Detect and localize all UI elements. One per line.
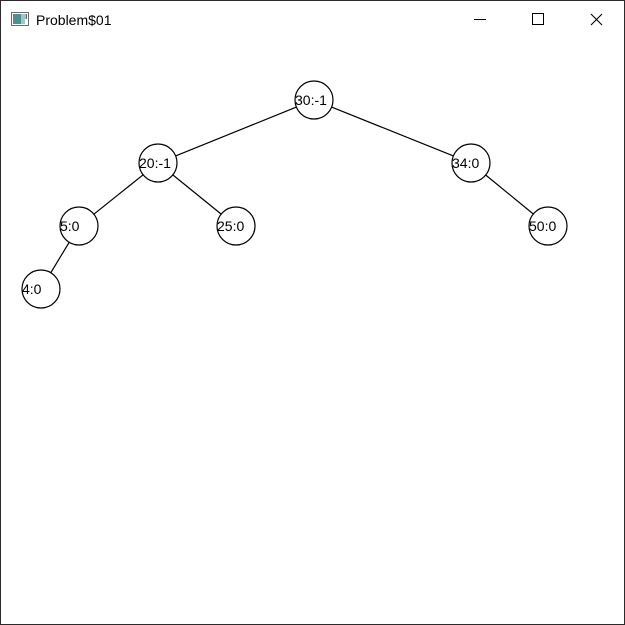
tree-node-n5: 5:0 xyxy=(59,206,99,246)
close-button[interactable] xyxy=(567,1,625,37)
tree-canvas: 30:-1 20:-1 34:0 5:0 25:0 50:0 4:0 xyxy=(1,37,624,624)
tree-node-label: 50:0 xyxy=(529,218,556,234)
tree-edge-n20-n25 xyxy=(172,174,222,215)
tree-node-label: 25:0 xyxy=(217,218,244,234)
avl-tree-drawing: 30:-1 20:-1 34:0 5:0 25:0 50:0 4:0 xyxy=(21,80,568,309)
tree-edges xyxy=(50,106,534,274)
tree-node-circle xyxy=(528,206,568,246)
tree-node-label: 20:-1 xyxy=(139,155,171,171)
tree-node-n50: 50:0 xyxy=(528,206,568,246)
tree-node-circle xyxy=(138,143,178,183)
tree-node-circle xyxy=(21,269,61,309)
tree-node-n20: 20:-1 xyxy=(138,143,178,183)
minimize-button[interactable] xyxy=(451,1,509,37)
maximize-icon xyxy=(532,13,544,25)
tree-edge-n30-n20 xyxy=(175,106,297,157)
tree-edge-n5-n4 xyxy=(50,241,70,274)
maximize-button[interactable] xyxy=(509,1,567,37)
tree-node-circle xyxy=(451,143,491,183)
tree-edge-n30-n34 xyxy=(331,106,454,157)
tree-node-label: 34:0 xyxy=(452,155,479,171)
close-icon xyxy=(590,13,603,26)
tree-edge-n20-n5 xyxy=(93,174,144,215)
tree-edge-n34-n50 xyxy=(485,174,534,215)
tree-node-n4: 4:0 xyxy=(21,269,61,309)
tree-node-circle xyxy=(294,80,334,120)
tree-node-label: 4:0 xyxy=(22,281,42,297)
tree-node-n34: 34:0 xyxy=(451,143,491,183)
tree-node-n30: 30:-1 xyxy=(294,80,334,120)
tree-nodes: 30:-1 20:-1 34:0 5:0 25:0 50:0 4:0 xyxy=(21,80,568,309)
tree-node-label: 5:0 xyxy=(60,218,80,234)
tree-node-label: 30:-1 xyxy=(295,92,327,108)
window-title: Problem$01 xyxy=(36,12,112,28)
tree-node-circle xyxy=(216,206,256,246)
minimize-icon xyxy=(474,19,486,20)
tree-node-n25: 25:0 xyxy=(216,206,256,246)
tree-node-circle xyxy=(59,206,99,246)
java-window-icon[interactable] xyxy=(11,12,29,26)
title-bar[interactable]: Problem$01 xyxy=(1,1,624,37)
